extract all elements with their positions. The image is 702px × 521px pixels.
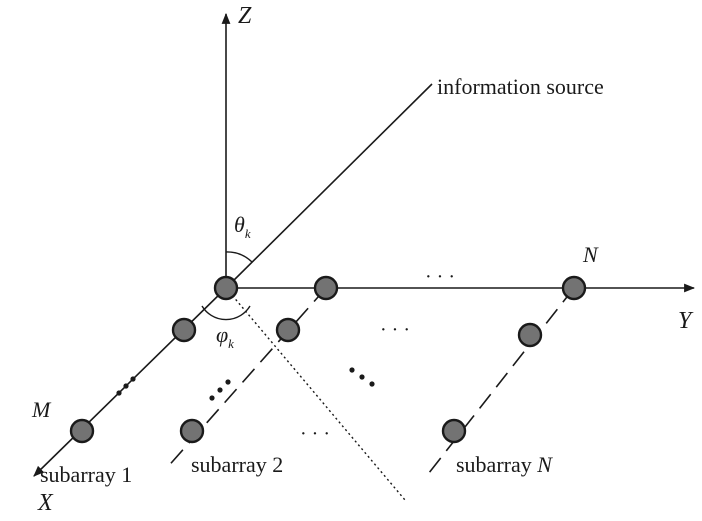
array-element (275, 317, 301, 343)
subarray-1-prefix: subarray (40, 462, 121, 487)
subarray-2-prefix: subarray (191, 452, 272, 477)
array-element (561, 275, 587, 301)
array-element (69, 418, 95, 444)
subarray-n-label: subarray N (456, 452, 553, 477)
array-element (213, 275, 239, 301)
x-axis-ellipsis-dots (116, 376, 136, 396)
information-source-label: information source (437, 74, 604, 99)
information-source-ray (225, 83, 433, 289)
theta-angle-arc (225, 251, 253, 263)
theta-symbol: θ (234, 212, 245, 237)
row-ellipsis: · · · (425, 266, 455, 288)
y-axis-label: Y (678, 308, 694, 334)
source-projection-line (225, 287, 406, 501)
subarray-n-line (424, 287, 575, 479)
bottom-ellipsis: · · · (300, 423, 330, 445)
column-count-label: N (582, 242, 599, 267)
subarray-1-index: 1 (121, 462, 132, 487)
theta-subscript: k (245, 226, 251, 241)
subarray-n-index: N (536, 452, 553, 477)
x-axis-label: X (37, 490, 54, 516)
phi-angle-arc (201, 305, 251, 321)
subarray-1-label: subarray 1 (40, 462, 132, 487)
array-element (517, 322, 543, 348)
subarray-2-index: 2 (272, 452, 283, 477)
subarray-2-ellipsis-dots (209, 379, 231, 401)
array-element (313, 275, 339, 301)
phi-label: φk (216, 322, 234, 351)
theta-label: θk (234, 212, 251, 241)
array-element (441, 418, 467, 444)
x-axis (33, 287, 227, 477)
phi-symbol: φ (216, 322, 228, 347)
subarray-n-prefix: subarray (456, 452, 537, 477)
diagonal-ellipsis-dots (349, 367, 375, 387)
subarray-2-label: subarray 2 (191, 452, 283, 477)
row-count-label: M (31, 397, 52, 422)
array-element (171, 317, 197, 343)
z-axis-label: Z (238, 3, 252, 29)
middle-ellipsis: · · · (380, 319, 410, 341)
array-elements (69, 275, 587, 444)
phi-subscript: k (228, 336, 234, 351)
array-element (179, 418, 205, 444)
